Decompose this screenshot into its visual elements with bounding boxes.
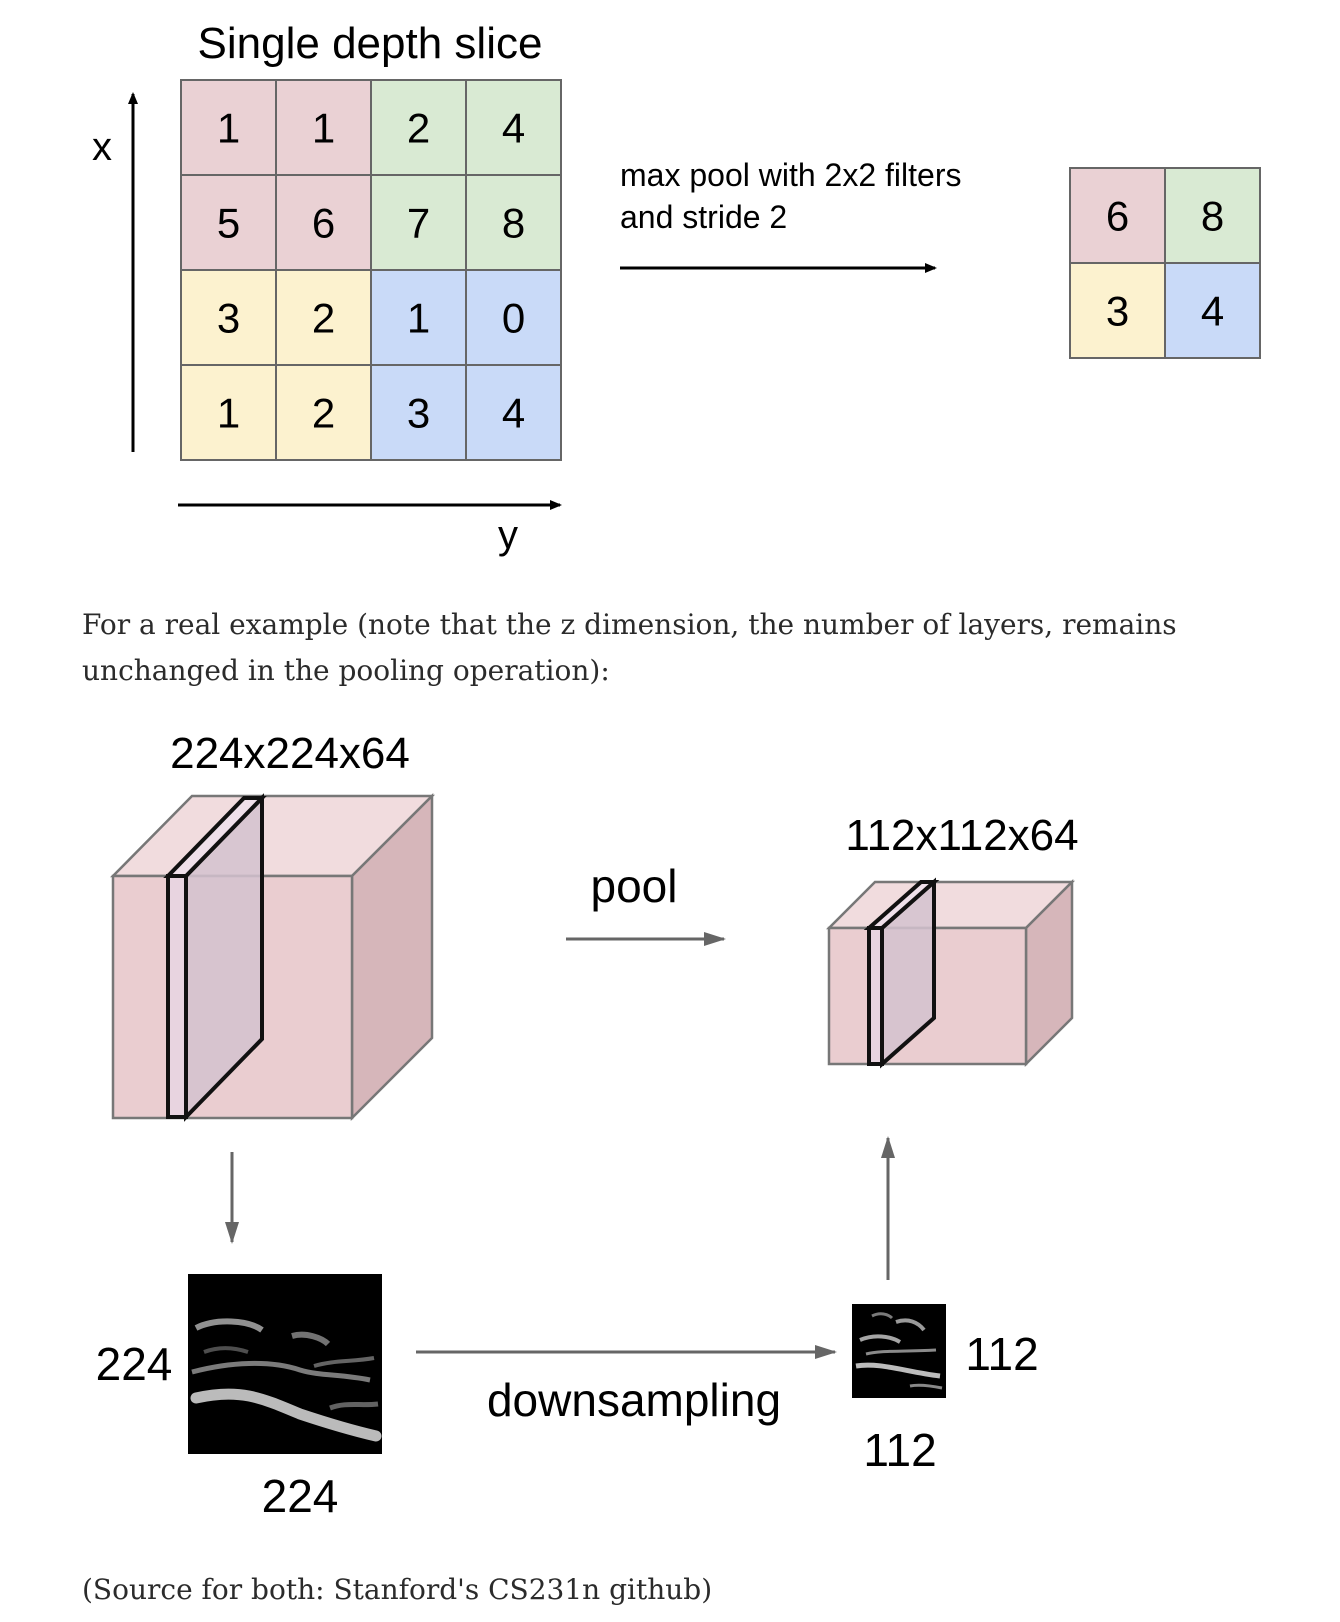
output-cube-side (1024, 878, 1074, 1068)
output-grid-value: 3 (1106, 288, 1129, 335)
input-grid-value: 1 (407, 295, 430, 342)
output-grid-value: 6 (1106, 193, 1129, 240)
input-grid-value: 4 (502, 390, 525, 437)
output-slice-side (880, 877, 936, 1069)
output-grid-cell (1069, 262, 1166, 359)
input-grid-cell (275, 269, 372, 366)
slice-title: Single depth slice (198, 19, 543, 68)
input-slice-height-label: 224 (96, 1338, 173, 1390)
operation-label-line1: max pool with 2x2 filters (620, 157, 961, 193)
input-cube-side (350, 792, 434, 1122)
input-grid-value: 7 (407, 200, 430, 247)
explanation-paragraph: For a real example (note that the z dime… (82, 608, 1177, 687)
input-volume-cube (110, 792, 436, 1122)
input-grid-value: 1 (312, 105, 335, 152)
input-grid: 1 1 2 4 5 6 7 8 3 2 1 0 1 2 3 4 (180, 79, 562, 461)
input-grid-cell (180, 364, 277, 461)
input-grid-cell (465, 79, 562, 176)
output-slice-height-label: 112 (965, 1328, 1038, 1380)
input-cube-front (111, 874, 354, 1120)
pool-label: pool (591, 860, 678, 912)
input-grid-value: 2 (407, 105, 430, 152)
input-cube-top (110, 794, 436, 878)
source-caption: (Source for both: Stanford's CS231n gith… (82, 1573, 713, 1606)
output-grid: 6 8 3 4 (1069, 167, 1261, 359)
output-activation-map (852, 1304, 946, 1398)
input-grid-value: 5 (217, 200, 240, 247)
input-grid-value: 3 (217, 295, 240, 342)
input-grid-cell (465, 174, 562, 271)
input-slice-front (166, 874, 188, 1119)
input-grid-value: 2 (312, 390, 335, 437)
input-grid-value: 3 (407, 390, 430, 437)
output-volume-cube (825, 877, 1076, 1069)
x-axis-label: x (92, 125, 112, 169)
output-cube-top (825, 880, 1076, 930)
input-grid-cell (275, 174, 372, 271)
operation-label-line2: and stride 2 (620, 199, 787, 235)
output-grid-value: 8 (1201, 193, 1224, 240)
output-volume-label: 112x112x64 (845, 811, 1078, 860)
input-grid-value: 0 (502, 295, 525, 342)
input-grid-cell (275, 79, 372, 176)
input-grid-value: 4 (502, 105, 525, 152)
output-grid-cell (1164, 262, 1261, 359)
output-grid-value: 4 (1201, 288, 1224, 335)
output-slice-width-label: 112 (863, 1424, 936, 1476)
input-grid-cell (275, 364, 372, 461)
output-slice-front (867, 926, 884, 1066)
y-axis-label: y (498, 513, 518, 557)
output-cube-front (827, 926, 1028, 1066)
output-grid-cell (1069, 167, 1166, 264)
input-grid-value: 1 (217, 105, 240, 152)
input-grid-value: 8 (502, 200, 525, 247)
input-grid-cell (370, 269, 467, 366)
input-grid-cell (465, 364, 562, 461)
input-grid-value: 1 (217, 390, 240, 437)
input-grid-value: 2 (312, 295, 335, 342)
input-activation-map (188, 1274, 382, 1454)
downsampling-label: downsampling (487, 1374, 781, 1426)
input-grid-cell (180, 269, 277, 366)
input-slice-top (163, 796, 267, 878)
input-grid-cell (370, 364, 467, 461)
output-slice-top (863, 880, 940, 930)
input-grid-cell (465, 269, 562, 366)
input-volume-label: 224x224x64 (170, 729, 410, 778)
input-slice-width-label: 224 (262, 1470, 339, 1522)
input-grid-value: 6 (312, 200, 335, 247)
output-grid-cell (1164, 167, 1261, 264)
input-slice-side (184, 793, 264, 1122)
